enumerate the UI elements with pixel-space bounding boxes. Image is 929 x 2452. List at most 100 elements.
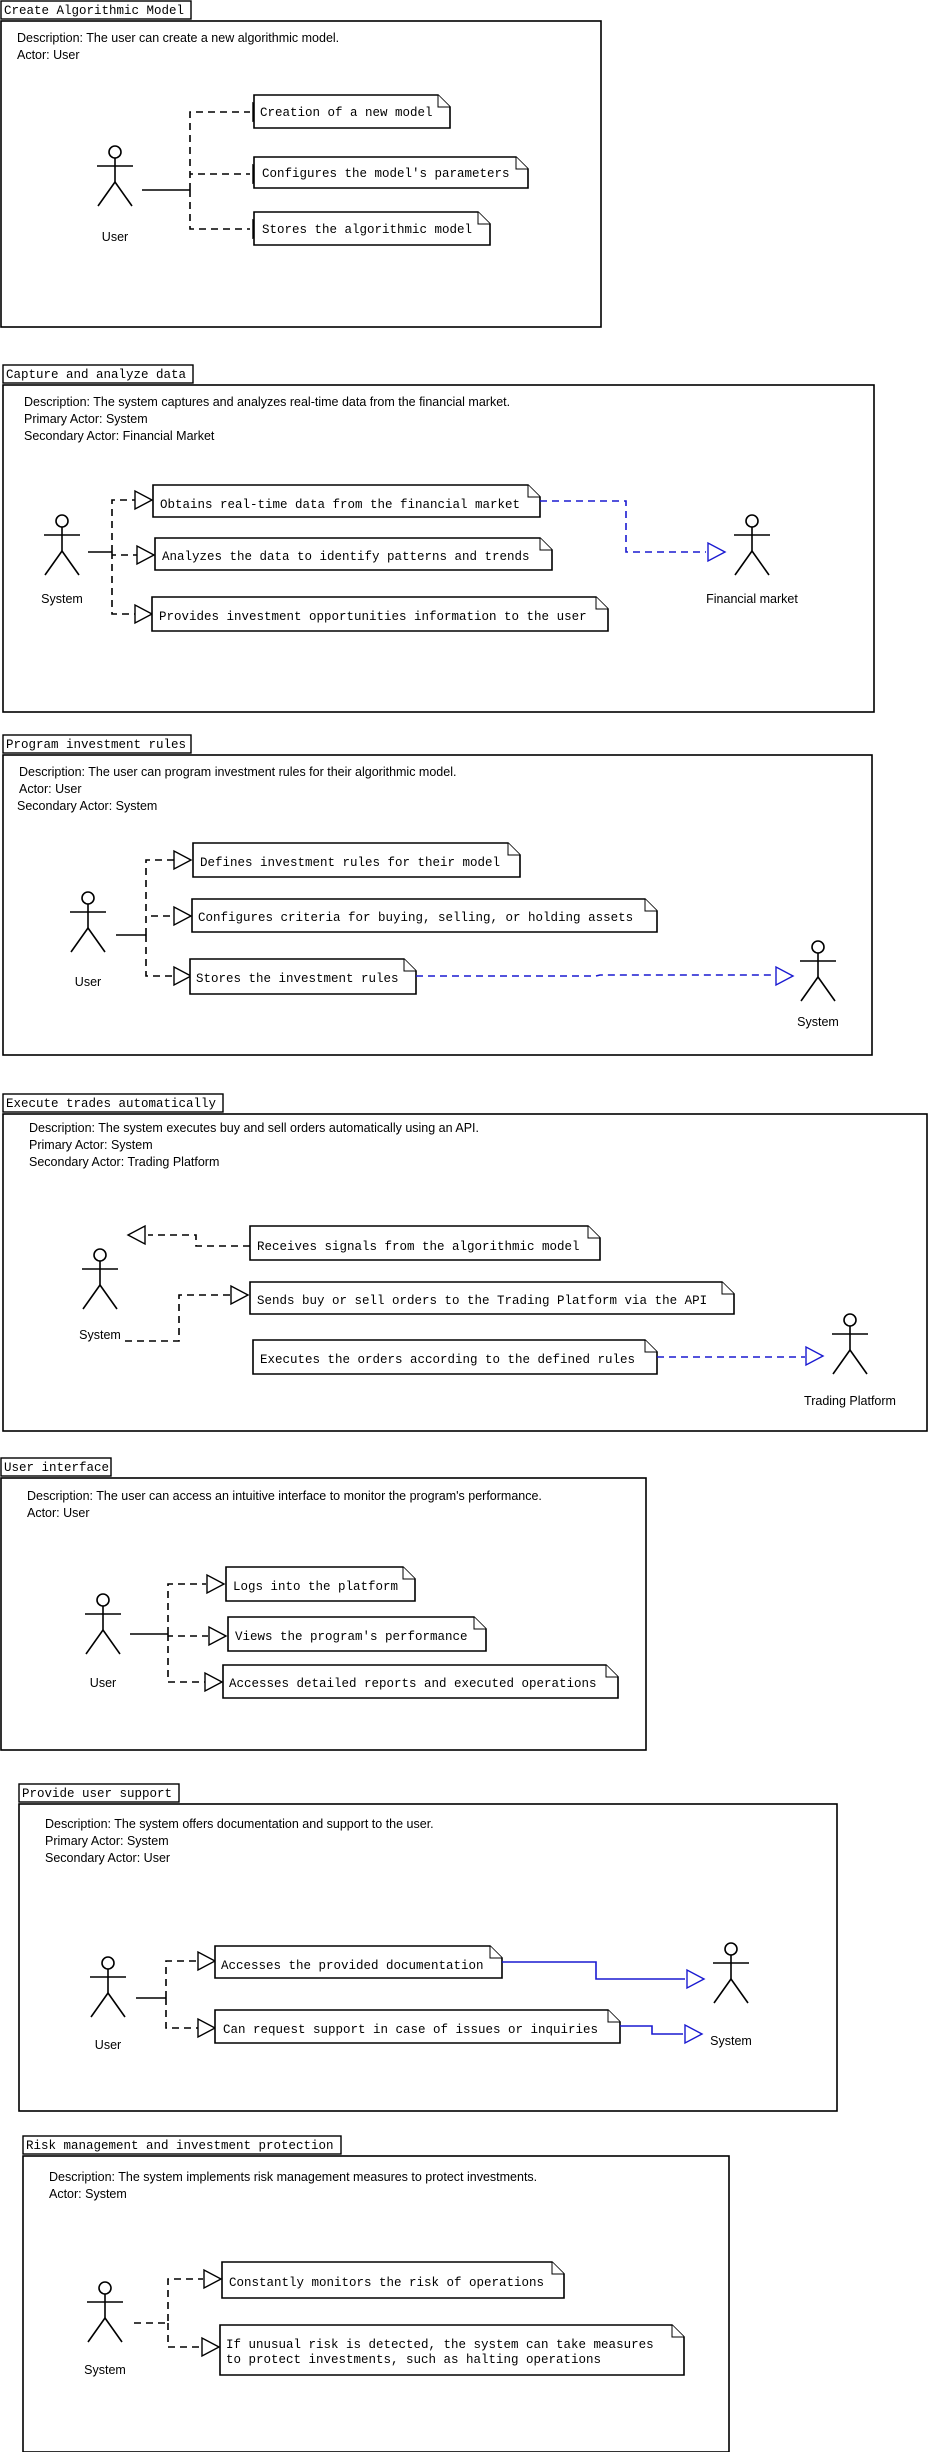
include-arrowhead <box>208 1625 228 1647</box>
frame-tab-title: Program investment rules <box>6 738 186 752</box>
primary-actor-text: Primary Actor: System <box>24 412 148 426</box>
actor-text: Actor: User <box>19 782 82 796</box>
actor-label: User <box>75 975 101 989</box>
frame-create-algorithmic-model: Create Algorithmic Model Description: Th… <box>0 0 602 328</box>
svg-text:Provides investment opportunit: Provides investment opportunities inform… <box>159 610 587 624</box>
include-arrowhead <box>173 905 193 927</box>
note-configure-criteria: Configures criteria for buying, selling,… <box>191 898 658 933</box>
svg-text:Analyzes the data to identify: Analyzes the data to identify patterns a… <box>162 550 530 564</box>
frame-tab-title: Execute trades automatically <box>6 1097 217 1111</box>
actor-trading-platform <box>831 1313 869 1375</box>
actor-system <box>43 514 81 576</box>
association-to-financial-market <box>540 500 706 553</box>
actor-label: User <box>90 1676 116 1690</box>
frame-execute-trades-automatically: Execute trades automatically Description… <box>2 1093 928 1432</box>
association-to-system <box>416 974 774 977</box>
actor-system <box>81 1248 119 1310</box>
secondary-actor-text: Secondary Actor: Trading Platform <box>29 1155 219 1169</box>
include-arrowhead <box>134 603 154 625</box>
svg-text:Logs into the platform: Logs into the platform <box>233 1580 398 1594</box>
description-text: Description: The user can program invest… <box>19 765 456 779</box>
actor-label: System <box>41 592 83 606</box>
svg-text:Creation of a new model: Creation of a new model <box>260 106 433 120</box>
note-request-support: Can request support in case of issues or… <box>214 2009 621 2044</box>
svg-text:Executes the orders according: Executes the orders according to the def… <box>260 1353 635 1367</box>
note-define-rules: Defines investment rules for their model <box>192 842 521 878</box>
include-connectors <box>165 1960 198 2029</box>
note-access-reports: Accesses detailed reports and executed o… <box>222 1664 619 1699</box>
svg-text:Configures criteria for buying: Configures criteria for buying, selling,… <box>198 911 633 925</box>
dependency-arrowhead <box>230 1284 250 1306</box>
actor-label: System <box>710 2034 752 2048</box>
primary-actor-text: Primary Actor: System <box>29 1138 153 1152</box>
svg-text:If unusual risk is detected, t: If unusual risk is detected, the system … <box>226 2338 654 2352</box>
note-send-orders: Sends buy or sell orders to the Trading … <box>249 1281 735 1315</box>
actor-label: System <box>797 1015 839 1029</box>
include-connectors <box>111 499 138 615</box>
svg-text:Can request support in case of: Can request support in case of issues or… <box>223 2023 598 2037</box>
include-arrowhead <box>204 1671 224 1693</box>
note-analyze-data: Analyzes the data to identify patterns a… <box>154 537 553 571</box>
frame-user-interface: User interface Description: The user can… <box>0 1457 647 1751</box>
frame-risk-management: Risk management and investment protectio… <box>22 2135 730 2452</box>
association-support-to-system <box>620 2025 683 2035</box>
actor-label: User <box>95 2038 121 2052</box>
frame-tab-title: Create Algorithmic Model <box>4 4 184 18</box>
association-arrowhead <box>805 1345 825 1367</box>
dependency-arrowhead <box>126 1224 146 1246</box>
description-text: Description: The system captures and ana… <box>24 395 510 409</box>
frame-tab-title: Capture and analyze data <box>6 368 187 382</box>
include-connectors <box>167 1583 208 1683</box>
include-connectors <box>145 859 174 977</box>
frame-tab-title: User interface <box>4 1461 109 1475</box>
include-arrowhead <box>197 1950 217 1972</box>
actor-label: System <box>79 1328 121 1342</box>
actor-user <box>96 145 134 207</box>
svg-text:Stores the algorithmic model: Stores the algorithmic model <box>262 223 472 237</box>
note-monitor-risk: Constantly monitors the risk of operatio… <box>221 2261 565 2299</box>
note-store-rules: Stores the investment rules <box>189 958 417 995</box>
actor-user <box>89 1956 127 2018</box>
association-arrowhead <box>775 965 795 987</box>
include-arrowhead <box>134 489 154 511</box>
svg-text:Defines investment rules for t: Defines investment rules for their model <box>200 856 500 870</box>
actor-system <box>86 2281 124 2343</box>
dependency-signals-to-system <box>148 1234 250 1247</box>
note-provide-opportunities: Provides investment opportunities inform… <box>151 596 609 632</box>
actor-financial-market <box>733 514 771 576</box>
frame-tab-title: Provide user support <box>22 1787 172 1801</box>
actor-user <box>69 891 107 953</box>
frame-provide-user-support: Provide user support Description: The sy… <box>18 1783 838 2112</box>
svg-text:Sends buy or sell orders to th: Sends buy or sell orders to the Trading … <box>257 1294 707 1308</box>
include-arrowhead <box>173 965 193 987</box>
note-log-into-platform: Logs into the platform <box>225 1566 416 1602</box>
svg-text:Stores the investment rules: Stores the investment rules <box>196 972 399 986</box>
actor-system <box>712 1942 750 2004</box>
association-documentation-to-system <box>502 1961 685 1980</box>
description-text: Description: The system offers documenta… <box>45 1817 434 1831</box>
actor-user <box>84 1593 122 1655</box>
actor-text: Actor: User <box>17 48 80 62</box>
frame-capture-and-analyze-data: Capture and analyze data Description: Th… <box>2 364 875 713</box>
frame-tab-title: Risk management and investment protectio… <box>26 2139 334 2153</box>
note-configure-parameters: Configures the model's parameters <box>253 156 529 189</box>
note-store-model: Stores the algorithmic model <box>253 211 491 246</box>
include-arrowhead <box>197 2017 217 2039</box>
dependency-system-to-orders <box>125 1294 230 1342</box>
include-connectors <box>134 2278 203 2348</box>
description-text: Description: The system executes buy and… <box>29 1121 479 1135</box>
actor-text: Actor: System <box>49 2187 127 2201</box>
association-arrowhead <box>707 541 727 563</box>
svg-text:Views the program's performanc: Views the program's performance <box>235 1630 468 1644</box>
svg-text:Receives signals from the algo: Receives signals from the algorithmic mo… <box>257 1240 580 1254</box>
note-receive-signals: Receives signals from the algorithmic mo… <box>249 1225 601 1261</box>
description-text: Description: The user can create a new a… <box>17 31 339 45</box>
include-arrowhead <box>206 1573 226 1595</box>
frame-program-investment-rules: Program investment rules Description: Th… <box>2 734 873 1056</box>
include-connectors <box>189 111 250 230</box>
svg-text:Configures the model's paramet: Configures the model's parameters <box>262 167 510 181</box>
svg-text:Accesses the provided document: Accesses the provided documentation <box>221 1959 484 1973</box>
association-arrowhead <box>684 2023 704 2045</box>
include-arrowhead <box>203 2268 223 2290</box>
